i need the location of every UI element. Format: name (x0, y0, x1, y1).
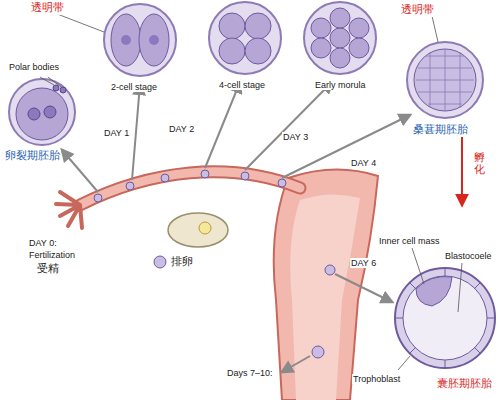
process-label: 受精 (36, 263, 60, 276)
part-label: Inner cell mass (378, 236, 441, 246)
day-label: DAY 0: (28, 238, 58, 248)
part-label: Blastocoele (444, 251, 493, 261)
hatching-label: 孵化 (474, 152, 485, 176)
part-label: Polar bodies (8, 62, 60, 72)
process-label: Fertilization (28, 250, 76, 260)
stage-name: 桑葚期胚胎 (412, 124, 469, 137)
stage-label: Early morula (314, 80, 367, 90)
stage-name: 卵裂期胚胎 (4, 150, 61, 163)
day-label: DAY 6 (350, 258, 377, 268)
zona-label: 透明带 (30, 2, 65, 15)
zona-label: 透明带 (400, 4, 435, 17)
day-label: DAY 2 (168, 124, 195, 134)
stage-label: 4-cell stage (218, 80, 266, 90)
stage-name: 囊胚期胚胎 (436, 378, 493, 391)
day-label: DAY 3 (282, 132, 309, 142)
part-label: Trophoblast (352, 374, 401, 384)
stage-label: 2-cell stage (110, 82, 158, 92)
day-label: Days 7–10: (226, 368, 274, 378)
day-label: DAY 1 (103, 128, 130, 138)
process-label: 排卵 (170, 256, 194, 269)
day-label: DAY 4 (350, 158, 377, 168)
